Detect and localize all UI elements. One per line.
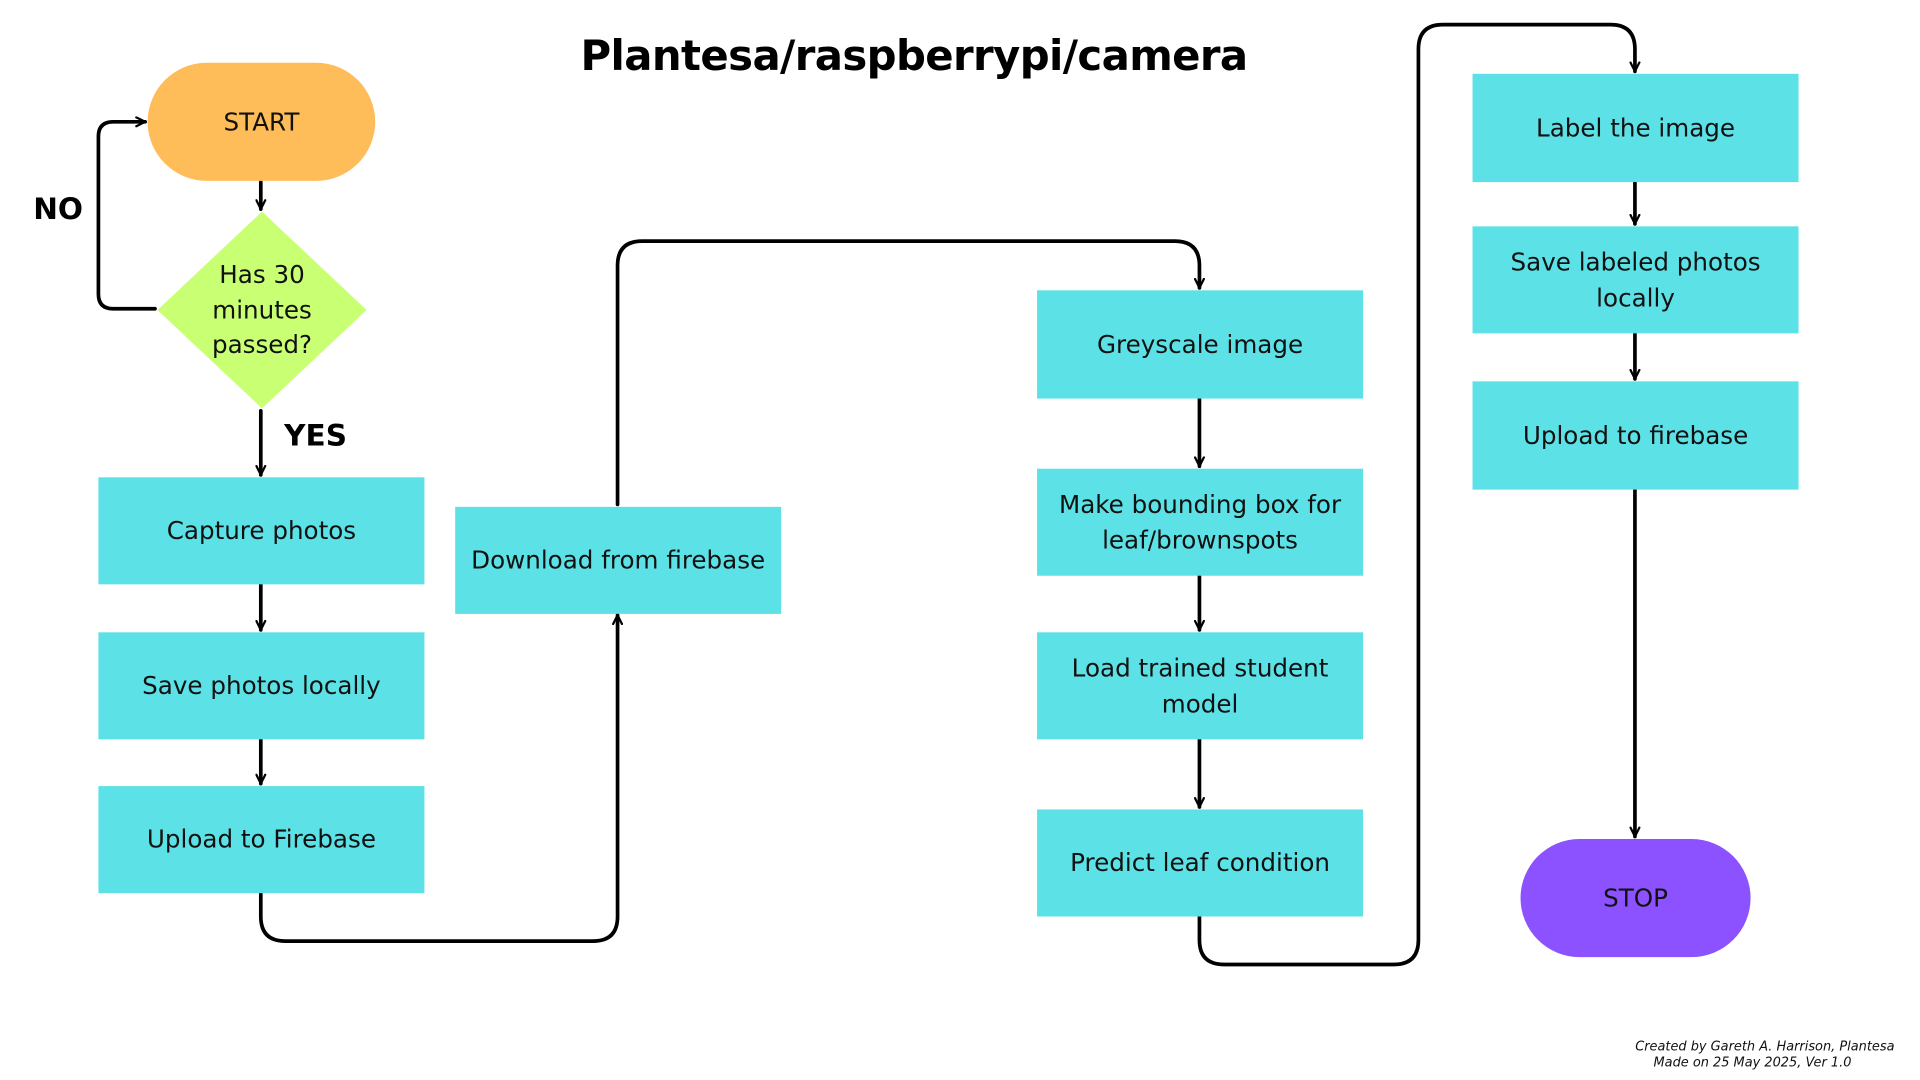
branch-label-yes: YES: [284, 418, 347, 453]
load-model-node: Load trained student model: [1037, 632, 1364, 740]
start-node: START: [147, 62, 376, 181]
bounding-box-node: Make bounding box for leaf/brownspots: [1037, 468, 1364, 576]
label-image-node: Label the image: [1472, 73, 1799, 183]
credit-line-2: Made on 25 May 2025, Ver 1.0: [1653, 1055, 1852, 1071]
greyscale-image-node: Greyscale image: [1037, 290, 1364, 399]
save-labeled-photos-node: Save labeled photos locally: [1472, 226, 1799, 334]
stop-node: STOP: [1520, 838, 1751, 958]
branch-label-no: NO: [33, 191, 84, 227]
download-from-firebase-node: Download from firebase: [455, 506, 782, 614]
edge-decision-no-loop: [96, 116, 157, 311]
credit-line-1: Created by Gareth A. Harrison, Plantesa: [1635, 1039, 1895, 1055]
edge-predict-to-label: [1197, 22, 1641, 967]
predict-leaf-condition-node: Predict leaf condition: [1037, 809, 1364, 917]
upload-to-firebase-node: Upload to Firebase: [98, 786, 425, 894]
edge-upload-to-download: [258, 613, 624, 943]
save-photos-locally-node: Save photos locally: [98, 632, 425, 740]
diagram-title: Plantesa/raspberrypi/camera: [580, 31, 1249, 82]
upload-to-firebase-2-node: Upload to firebase: [1472, 381, 1799, 490]
decision-node-label: Has 30 minutes passed?: [211, 260, 313, 360]
edge-download-to-greyscale: [615, 239, 1205, 507]
capture-photos-node: Capture photos: [98, 477, 425, 585]
